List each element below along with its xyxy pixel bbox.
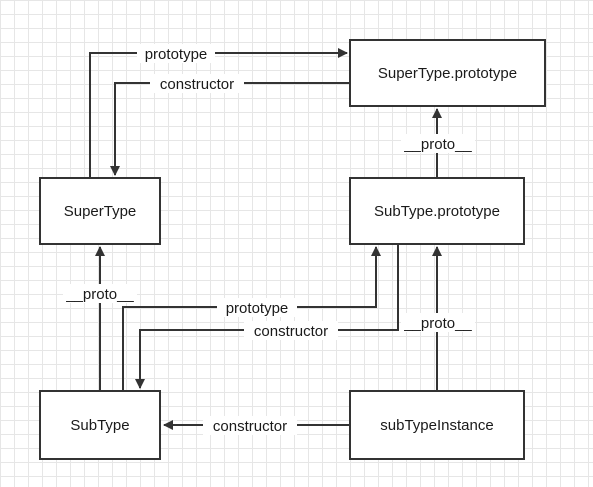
edge-label-proto: __proto__ [403,315,472,332]
edge-proto-instance: __proto__ [401,246,475,391]
node-label: SubType [70,417,129,434]
edge-label-constructor: constructor [160,76,234,93]
node-label: SubType.prototype [374,203,500,220]
edge-label-proto: __proto__ [403,136,472,153]
edge-prototype-subtype: prototype [122,246,381,391]
node-subtype-prototype: SubType.prototype [349,177,525,245]
edge-proto-subtype: __proto__ [63,246,137,391]
edge-constructor-subtype: constructor [135,244,399,389]
node-supertype-prototype: SuperType.prototype [349,39,546,107]
edge-constructor-instance: constructor [163,416,350,435]
node-label: subTypeInstance [380,417,493,434]
node-label: SuperType.prototype [378,65,517,82]
node-subtype: SubType [39,390,161,460]
edge-label-constructor: constructor [213,418,287,435]
edge-label-proto: __proto__ [65,286,134,303]
node-label: SuperType [64,203,137,220]
edge-proto-subtype-prototype: __proto__ [401,108,475,178]
node-supertype: SuperType [39,177,161,245]
edge-prototype-supertype: prototype [89,44,348,178]
node-subtype-instance: subTypeInstance [349,390,525,460]
edge-label-constructor: constructor [254,323,328,340]
edge-label-prototype: prototype [145,46,208,63]
edge-label-prototype: prototype [226,300,289,317]
edge-constructor-supertype: constructor [110,74,350,176]
